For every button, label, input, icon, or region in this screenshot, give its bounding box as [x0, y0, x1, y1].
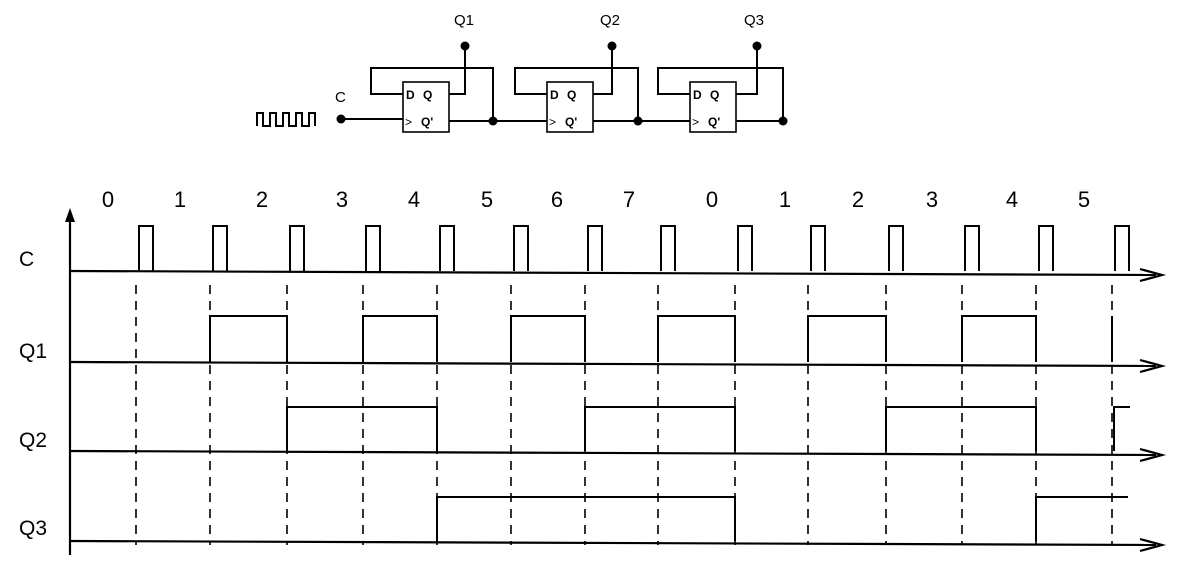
clock-pulse [439, 225, 455, 271]
wave-q3-pulse [658, 496, 736, 541]
count-label: 0 [706, 187, 718, 212]
wave-q2-pulse [286, 406, 363, 451]
clock-pulse [138, 225, 154, 271]
wave-q1-pulse [807, 315, 887, 362]
count-label: 2 [852, 187, 864, 212]
wave-q1-pulse [657, 315, 736, 362]
baseline-q1 [69, 358, 1167, 374]
count-label: 4 [408, 187, 420, 212]
count-labels: 0 1 2 3 4 5 6 7 0 1 2 3 4 5 [102, 187, 1090, 212]
flipflop-1-q-label: Q [423, 88, 432, 102]
flipflop-2-clk-label: > [549, 115, 556, 129]
flipflop-2-qbar-label: Q' [565, 115, 577, 129]
flipflop-1: D Q > Q' Q1 [370, 12, 498, 133]
counter-circuit: C D Q > Q' Q1 D Q > Q' Q2 [256, 12, 788, 133]
flipflop-3-output-label: Q3 [744, 12, 764, 29]
clock-pulse [964, 225, 980, 271]
count-label: 5 [481, 187, 493, 212]
flipflop-1-qbar-label: Q' [421, 115, 433, 129]
flipflop-3-body [689, 81, 737, 133]
flipflop-3-d-label: D [693, 88, 702, 102]
signal-baselines [69, 267, 1167, 553]
count-label: 5 [1078, 187, 1090, 212]
wave-q1-pulse [510, 315, 586, 362]
clock-pulse [1114, 225, 1130, 271]
flipflop-1-d-label: D [406, 88, 415, 102]
clock-pulse [660, 225, 676, 271]
wave-q2-pulse [885, 406, 962, 451]
count-label: 1 [174, 187, 186, 212]
wave-q3-pulse [1035, 496, 1112, 541]
baseline-c [69, 267, 1167, 283]
flipflop-2-q-label: Q [567, 88, 576, 102]
wave-q2-pulse [363, 406, 438, 451]
signal-label-c: C [19, 248, 34, 271]
output-waveforms [209, 315, 1130, 541]
baseline-q2 [69, 447, 1167, 463]
wave-q1-pulse [209, 315, 288, 362]
count-label: 4 [1006, 187, 1018, 212]
clock-pulse [212, 225, 228, 271]
count-label: 2 [256, 187, 268, 212]
clock-pulse [888, 225, 904, 271]
wave-q2-pulse [658, 406, 736, 451]
flipflop-1-clk-label: > [405, 115, 412, 129]
clock-pulse [289, 225, 305, 271]
wave-q2-rise [1113, 406, 1130, 451]
signal-label-q2: Q2 [19, 429, 47, 452]
count-label: 3 [926, 187, 938, 212]
count-label: 6 [551, 187, 563, 212]
signal-label-q3: Q3 [19, 517, 47, 540]
wave-q3-pulse [436, 496, 511, 541]
count-label: 0 [102, 187, 114, 212]
clock-pulse [737, 225, 753, 271]
flipflop-3-qbar-label: Q' [708, 115, 720, 129]
wave-q1-pulse [362, 315, 438, 362]
flipflop-3: D Q > Q' Q3 [657, 12, 788, 133]
clock-pulse [1038, 225, 1054, 271]
wave-q2-pulse [962, 406, 1037, 451]
clock-edge-guides [135, 285, 1113, 545]
flipflop-3-clk-label: > [692, 115, 699, 129]
wave-q2-pulse [584, 406, 658, 451]
flipflop-2-body [546, 81, 594, 133]
clock-pulse [810, 225, 826, 271]
flipflop-1-output-label: Q1 [454, 12, 474, 29]
clock-pulse [365, 225, 381, 271]
baseline-q3 [69, 537, 1167, 553]
count-label: 1 [779, 187, 791, 212]
clock-source-icon [256, 112, 316, 127]
flipflop-2: D Q > Q' Q2 [514, 12, 643, 133]
flipflop-1-body [402, 81, 450, 133]
clock-waveform [138, 225, 1130, 271]
clock-input-label: C [335, 89, 346, 106]
flipflop-2-output-label: Q2 [600, 12, 620, 29]
signal-label-q1: Q1 [19, 340, 47, 363]
vertical-axis [65, 208, 75, 555]
count-label: 7 [623, 187, 635, 212]
wave-q1-pulse [961, 315, 1037, 362]
clock-pulse [587, 225, 603, 271]
flipflop-2-d-label: D [550, 88, 559, 102]
clock-pulse [513, 225, 529, 271]
count-label: 3 [336, 187, 348, 212]
flipflop-3-q-label: Q [710, 88, 719, 102]
